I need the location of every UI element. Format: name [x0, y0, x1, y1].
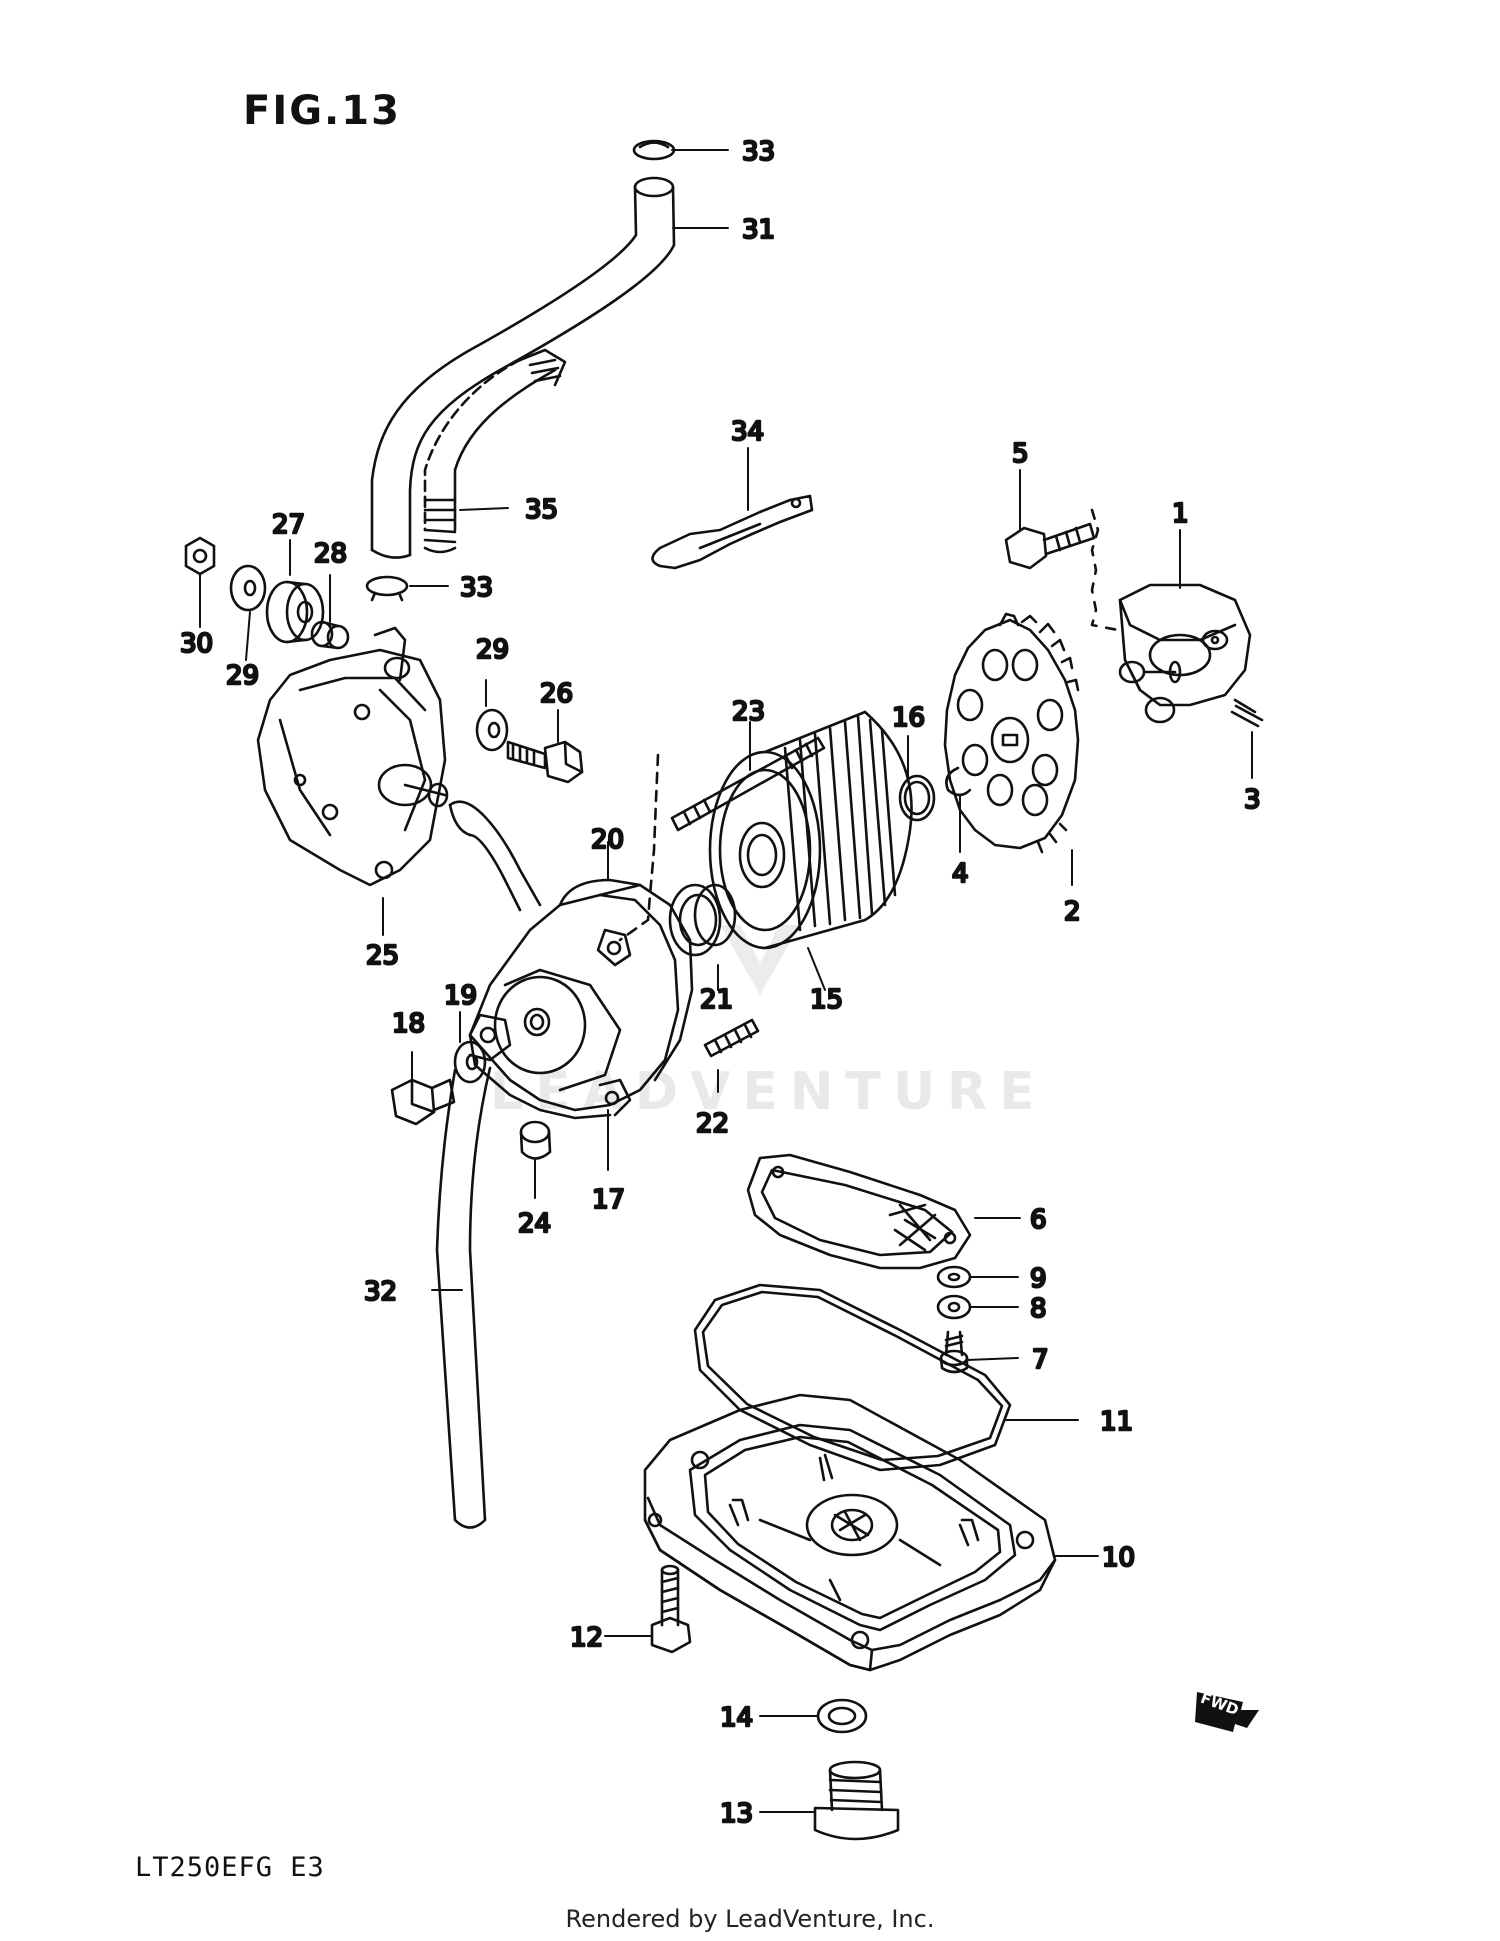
callout-32: 32 — [364, 1277, 397, 1307]
oil-pipe-part — [435, 1066, 492, 1529]
callout-20: 20 — [591, 825, 624, 855]
watermark-text: LEADVENTURE — [490, 1062, 1047, 1122]
callout-15: 15 — [810, 985, 843, 1015]
model-code: LT250EFG E3 — [135, 1852, 325, 1883]
callout-31: 31 — [742, 215, 775, 245]
callout-30: 30 — [180, 629, 213, 659]
bolt-part — [1004, 522, 1096, 570]
forward-direction-icon — [1195, 1692, 1259, 1732]
callout-6: 6 — [1030, 1205, 1047, 1235]
o-ring-part — [693, 1283, 1012, 1472]
collar-part — [310, 620, 350, 650]
callout-9: 9 — [1030, 1264, 1047, 1294]
gasket-part — [816, 1698, 868, 1734]
clamp-part — [365, 575, 409, 602]
callout-4: 4 — [952, 859, 969, 889]
oil-pump-body-part — [1118, 583, 1257, 724]
callout-3: 3 — [1244, 785, 1261, 815]
nut-part — [184, 536, 216, 576]
bolt-part — [390, 1078, 456, 1126]
callout-19: 19 — [444, 981, 477, 1011]
bolt-part — [650, 1564, 692, 1654]
grommet-part — [265, 580, 325, 644]
oil-hose-part — [370, 176, 676, 559]
callout-33: 33 — [742, 137, 775, 167]
breather-hose-part — [423, 348, 567, 554]
screw-part — [939, 1330, 969, 1374]
plug-part — [519, 1120, 552, 1160]
render-credit-footer: Rendered by LeadVenture, Inc. — [565, 1905, 935, 1933]
callout-25: 25 — [366, 941, 399, 971]
callout-5: 5 — [1012, 439, 1029, 469]
callout-27: 27 — [272, 510, 305, 540]
washer-part — [453, 1040, 487, 1084]
callout-26: 26 — [540, 679, 573, 709]
callout-16: 16 — [892, 703, 925, 733]
oil-filter-cap-part — [468, 878, 694, 1120]
callout-12: 12 — [570, 1623, 603, 1653]
callout-14: 14 — [720, 1703, 753, 1733]
callout-18: 18 — [392, 1009, 425, 1039]
bolt-part — [506, 740, 584, 784]
washer-part — [229, 564, 267, 612]
driven-gear-part — [943, 612, 1080, 854]
callout-17: 17 — [592, 1185, 625, 1215]
stud-part — [703, 1018, 760, 1058]
callout-29: 29 — [226, 661, 259, 691]
circlip-part — [945, 766, 972, 797]
callout-35: 35 — [525, 495, 558, 525]
callout-11: 11 — [1100, 1407, 1133, 1437]
callout-1: 1 — [1172, 499, 1189, 529]
oil-pump-cover-part — [256, 626, 449, 887]
oil-hose-part — [448, 800, 542, 912]
callout-24: 24 — [518, 1209, 551, 1239]
washer-part — [475, 708, 509, 752]
gasket-screen-part — [746, 1153, 972, 1270]
drain-plug-part — [813, 1760, 900, 1841]
callout-13: 13 — [720, 1799, 753, 1829]
bracket-part — [651, 494, 814, 570]
oil-pan-part — [643, 1393, 1057, 1672]
lock-washer-part — [936, 1294, 972, 1320]
callout-21: 21 — [700, 985, 733, 1015]
callout-22: 22 — [696, 1109, 729, 1139]
pin-part — [1230, 704, 1264, 728]
callout-23: 23 — [732, 697, 765, 727]
leader-lines — [199, 149, 1253, 1813]
callout-28: 28 — [314, 539, 347, 569]
oil-filter-part — [708, 710, 913, 950]
callout-2: 2 — [1064, 897, 1081, 927]
o-ring-part — [898, 774, 936, 822]
figure-title: FIG.13 — [243, 88, 401, 134]
stud-part — [670, 736, 826, 832]
callout-10: 10 — [1102, 1543, 1135, 1573]
callout-29: 29 — [476, 635, 509, 665]
washer-part — [936, 1265, 972, 1289]
callout-8: 8 — [1030, 1294, 1047, 1324]
callout-33: 33 — [460, 573, 493, 603]
clamp-part — [632, 139, 676, 161]
callout-34: 34 — [731, 417, 764, 447]
callout-7: 7 — [1032, 1345, 1049, 1375]
